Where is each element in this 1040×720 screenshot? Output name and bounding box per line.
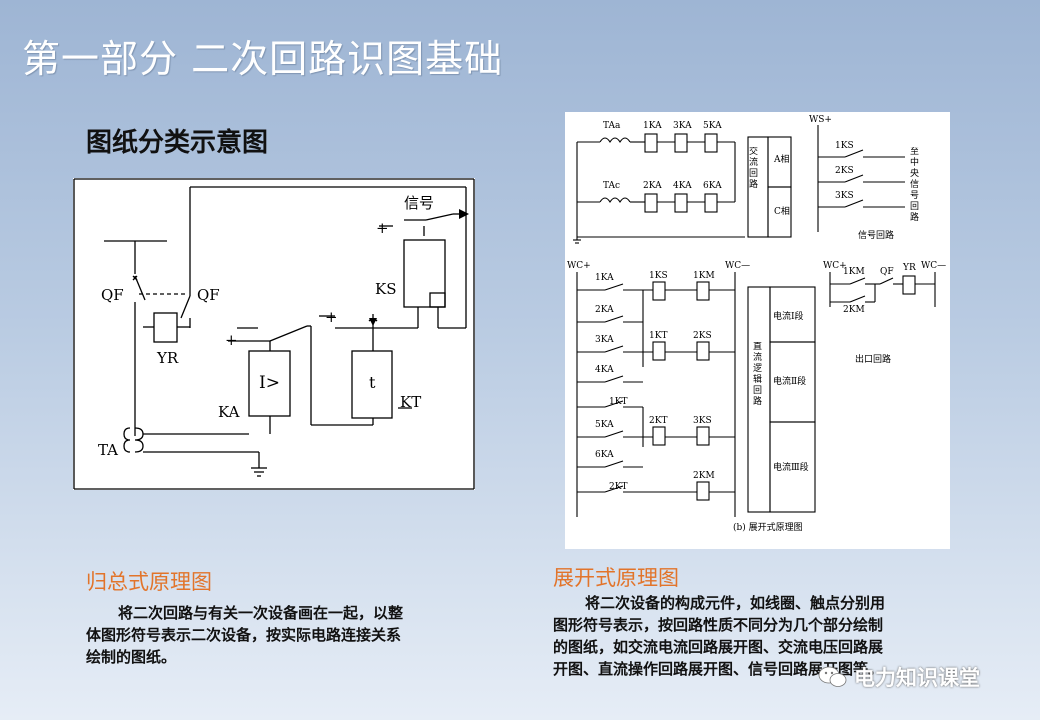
r-2ka: 2KA [595,305,614,315]
label-plus-ka: + [225,331,238,349]
label-ka-symbol: I> [259,373,280,393]
consolidated-description: 将二次回路与有关一次设备画在一起，以整 体图形符号表示二次设备，按实际电路连接关… [86,602,486,668]
consolidated-desc-line-3: 绘制的图纸。 [86,648,177,666]
r-ka2: 2KA [643,181,662,191]
r-dc-logic: 直流逻辑回路 [753,342,763,407]
r-2kt: 2KT [609,482,627,492]
label-kt: KT [400,393,421,411]
r-wc-minus: WC— [725,261,750,271]
r-3ks: 3KS [693,416,712,426]
r-ws-plus: WS+ [809,115,832,125]
r-1ka: 1KA [595,273,614,283]
r-ks2: 2KS [835,166,854,176]
expanded-description: 将二次设备的构成元件，如线圈、触点分别用 图形符号表示，按回路性质不同分为几个部… [553,592,993,680]
expanded-desc-line-1: 将二次设备的构成元件，如线圈、触点分别用 [585,594,886,612]
r-current-1: 电流Ⅰ段 [773,310,804,322]
r-signal-loop: 信号回路 [858,229,894,241]
r-1kt-coil: 1KT [649,331,667,341]
r-1kt: 1KT [609,397,627,407]
r-phase-a: A相 [773,153,790,165]
r-caption: (b) 展开式原理图 [733,521,803,533]
page-title: 第一部分 二次回路识图基础 [22,37,504,81]
r-6ka: 6KA [595,450,614,460]
consolidated-schematic-svg: 信号 + KS QF QF + YR + I> t KA KT TA [73,178,475,490]
label-kt-symbol: t [369,373,376,392]
r-ka6: 6KA [703,181,722,191]
label-plus-signal: + [376,219,389,237]
r-tac: TAc [603,181,620,191]
wechat-icon [818,666,847,687]
r-taa: TAa [603,121,621,131]
r-ka4: 4KA [673,181,692,191]
label-ks: KS [375,280,396,298]
r-1km: 1KM [693,271,715,281]
expanded-desc-line-3: 的图纸，如交流电流回路展开图、交流电压回路展 [553,638,884,656]
watermark-text: 电力知识课堂 [854,666,980,690]
r-ka5: 5KA [703,121,722,131]
r-current-2: 电流Ⅱ段 [773,375,806,387]
r-wc-plus: WC+ [567,261,591,271]
r-2kt-coil: 2KT [649,416,667,426]
label-ka: KA [218,403,240,421]
r-exit-loop: 出口回路 [855,353,891,365]
expanded-schematic-svg: TAa TAc 1KA 3KA 5KA 2KA 4KA 6KA A相 C相 WS… [567,115,946,533]
label-signal: 信号 [404,194,434,212]
r-wc-plus2: WC+ [823,261,847,271]
r-o-yr: YR [902,263,916,273]
consolidated-schematic-figure: 信号 + KS QF QF + YR + I> t KA KT TA [73,178,475,490]
label-plus-kt: + [325,308,338,326]
signal-arrow-icon [459,209,469,219]
r-phase-c: C相 [774,205,790,217]
r-current-3: 电流Ⅲ段 [773,461,809,473]
label-ta: TA [98,441,118,459]
r-4ka: 4KA [595,365,614,375]
consolidated-desc-line-1: 将二次回路与有关一次设备画在一起，以整 [118,604,404,622]
r-ac-loop: 交流回路 [749,147,759,190]
r-wc-minus2: WC— [921,261,946,271]
watermark: 电力知识课堂 [818,664,980,690]
expanded-desc-line-2: 图形符号表示，按回路性质不同分为几个部分绘制 [553,616,884,634]
r-3ka: 3KA [595,335,614,345]
r-to-central: 至中央信号回路 [910,147,920,223]
label-yr: YR [156,349,179,367]
r-ks1: 1KS [835,141,854,151]
page-subtitle: 图纸分类示意图 [86,128,269,158]
r-o-2km: 2KM [843,305,865,315]
expanded-schematic-figure: TAa TAc 1KA 3KA 5KA 2KA 4KA 6KA A相 C相 WS… [565,112,950,549]
consolidated-section-title: 归总式原理图 [86,570,212,594]
r-1ks: 1KS [649,271,668,281]
r-5ka: 5KA [595,420,614,430]
r-2km: 2KM [693,471,715,481]
consolidated-desc-line-2: 体图形符号表示二次设备，按实际电路连接关系 [86,626,402,644]
r-o-qf: QF [880,267,894,277]
expanded-desc-line-4: 开图、直流操作回路展开图、信号回路展开图等。 [553,660,884,678]
r-ka3: 3KA [673,121,692,131]
r-o-1km: 1KM [843,267,865,277]
label-qf-right: QF [197,286,220,304]
label-qf-left: QF [101,286,124,304]
r-ks3: 3KS [835,191,854,201]
r-ka1: 1KA [643,121,662,131]
expanded-section-title: 展开式原理图 [553,566,679,590]
r-2ks: 2KS [693,331,712,341]
